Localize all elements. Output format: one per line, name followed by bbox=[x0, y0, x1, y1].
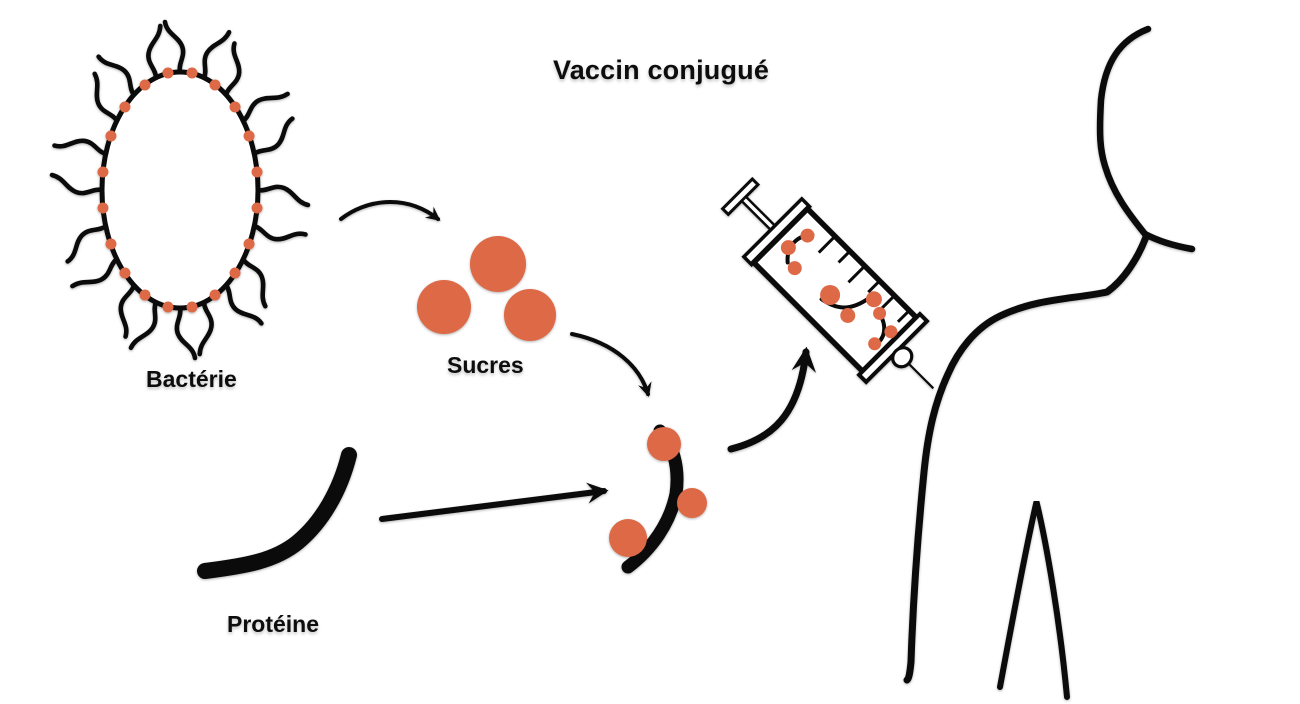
arrow-sugars-to-conjugate-icon bbox=[570, 332, 652, 397]
syringe-icon bbox=[720, 176, 935, 390]
conjugate-sugar-dot bbox=[647, 427, 681, 461]
membrane-sugar-dot bbox=[162, 301, 174, 313]
pilus-icon bbox=[131, 299, 159, 352]
membrane-sugar-dot bbox=[229, 267, 241, 279]
conjugate-sugar-dots bbox=[609, 427, 707, 557]
conjugate-sugar-dot bbox=[609, 519, 647, 557]
membrane-sugar-dot bbox=[209, 79, 221, 91]
mini-sugar-dot bbox=[865, 291, 882, 308]
mini-sugar-dot bbox=[787, 261, 802, 276]
graduation-tick bbox=[896, 310, 909, 323]
diagram-title: Vaccin conjugué bbox=[553, 55, 770, 85]
mini-sugar-dot bbox=[873, 306, 887, 320]
pilus-icon bbox=[54, 129, 107, 167]
syringe-needle bbox=[907, 362, 935, 390]
pilus-icon bbox=[99, 49, 137, 102]
graduation-tick bbox=[837, 251, 850, 264]
head-outline bbox=[1096, 25, 1152, 238]
mini-conjugate-dots bbox=[780, 228, 898, 351]
neck-shoulder-arm-outline bbox=[903, 233, 1150, 684]
syringe-plunger-rod bbox=[739, 194, 778, 233]
pilus-icon bbox=[201, 28, 229, 81]
membrane-sugar-dot bbox=[139, 79, 151, 91]
membrane-sugar-dot bbox=[251, 202, 263, 214]
pilus-icon bbox=[165, 22, 183, 72]
arrow-bacteria-to-sugars-icon bbox=[339, 200, 441, 221]
membrane-sugar-dot bbox=[119, 101, 131, 113]
pilus-icon bbox=[72, 249, 119, 298]
protein-curve-icon bbox=[197, 447, 357, 579]
graduation-tick bbox=[867, 281, 880, 294]
pilus-icon bbox=[223, 278, 261, 331]
sugar-circle bbox=[504, 289, 556, 341]
sugar-circles-icon bbox=[417, 236, 556, 341]
bacterium-membrane bbox=[99, 69, 261, 311]
bacterium-icon bbox=[52, 22, 308, 358]
jaw-line bbox=[1141, 230, 1196, 253]
mini-sugar-dot bbox=[884, 325, 898, 339]
pilus-icon bbox=[241, 82, 288, 131]
membrane-sugar-dot bbox=[105, 238, 117, 250]
conjugate-icon bbox=[609, 424, 707, 574]
human-silhouette-icon bbox=[903, 25, 1196, 700]
membrane-sugar-dot bbox=[243, 130, 255, 142]
membrane-sugar-dot bbox=[229, 101, 241, 113]
protein-label: Protéine bbox=[227, 611, 320, 637]
graduation-tick bbox=[847, 266, 865, 284]
graduation-tick bbox=[817, 236, 835, 254]
pilus-icon bbox=[258, 187, 308, 205]
membrane-sugar-dot bbox=[105, 130, 117, 142]
membrane-sugar-dot bbox=[97, 202, 109, 214]
membrane-sugar-dot bbox=[139, 289, 151, 301]
mini-sugar-dot bbox=[868, 337, 882, 351]
membrane-sugar-dot bbox=[97, 166, 109, 178]
membrane-sugar-dots bbox=[97, 67, 263, 313]
mini-sugar-dot bbox=[800, 228, 815, 243]
conjugate-sugar-dot bbox=[677, 488, 707, 518]
sugar-circle bbox=[417, 280, 471, 334]
membrane-sugar-dot bbox=[186, 67, 198, 79]
membrane-sugar-dot bbox=[119, 267, 131, 279]
membrane-sugar-dot bbox=[162, 67, 174, 79]
pilus-icon bbox=[177, 308, 195, 358]
sugars-label: Sucres bbox=[447, 352, 524, 378]
arrow-conjugate-to-syringe-icon bbox=[727, 346, 817, 453]
membrane-sugar-dot bbox=[186, 301, 198, 313]
sugar-circle bbox=[470, 236, 526, 292]
pilus-icon bbox=[253, 213, 306, 251]
pilus-icon bbox=[52, 175, 102, 193]
mini-sugar-dot bbox=[780, 240, 796, 256]
syringe-contents bbox=[780, 228, 898, 351]
membrane-sugar-dot bbox=[251, 166, 263, 178]
bacteria-label: Bactérie bbox=[146, 366, 237, 392]
mini-sugar-dot bbox=[820, 284, 841, 305]
inner-arm-outline bbox=[997, 501, 1070, 700]
membrane-sugar-dot bbox=[209, 289, 221, 301]
membrane-sugar-dot bbox=[243, 238, 255, 250]
arrow-protein-to-conjugate-icon bbox=[379, 482, 609, 522]
mini-sugar-dot bbox=[840, 308, 856, 324]
